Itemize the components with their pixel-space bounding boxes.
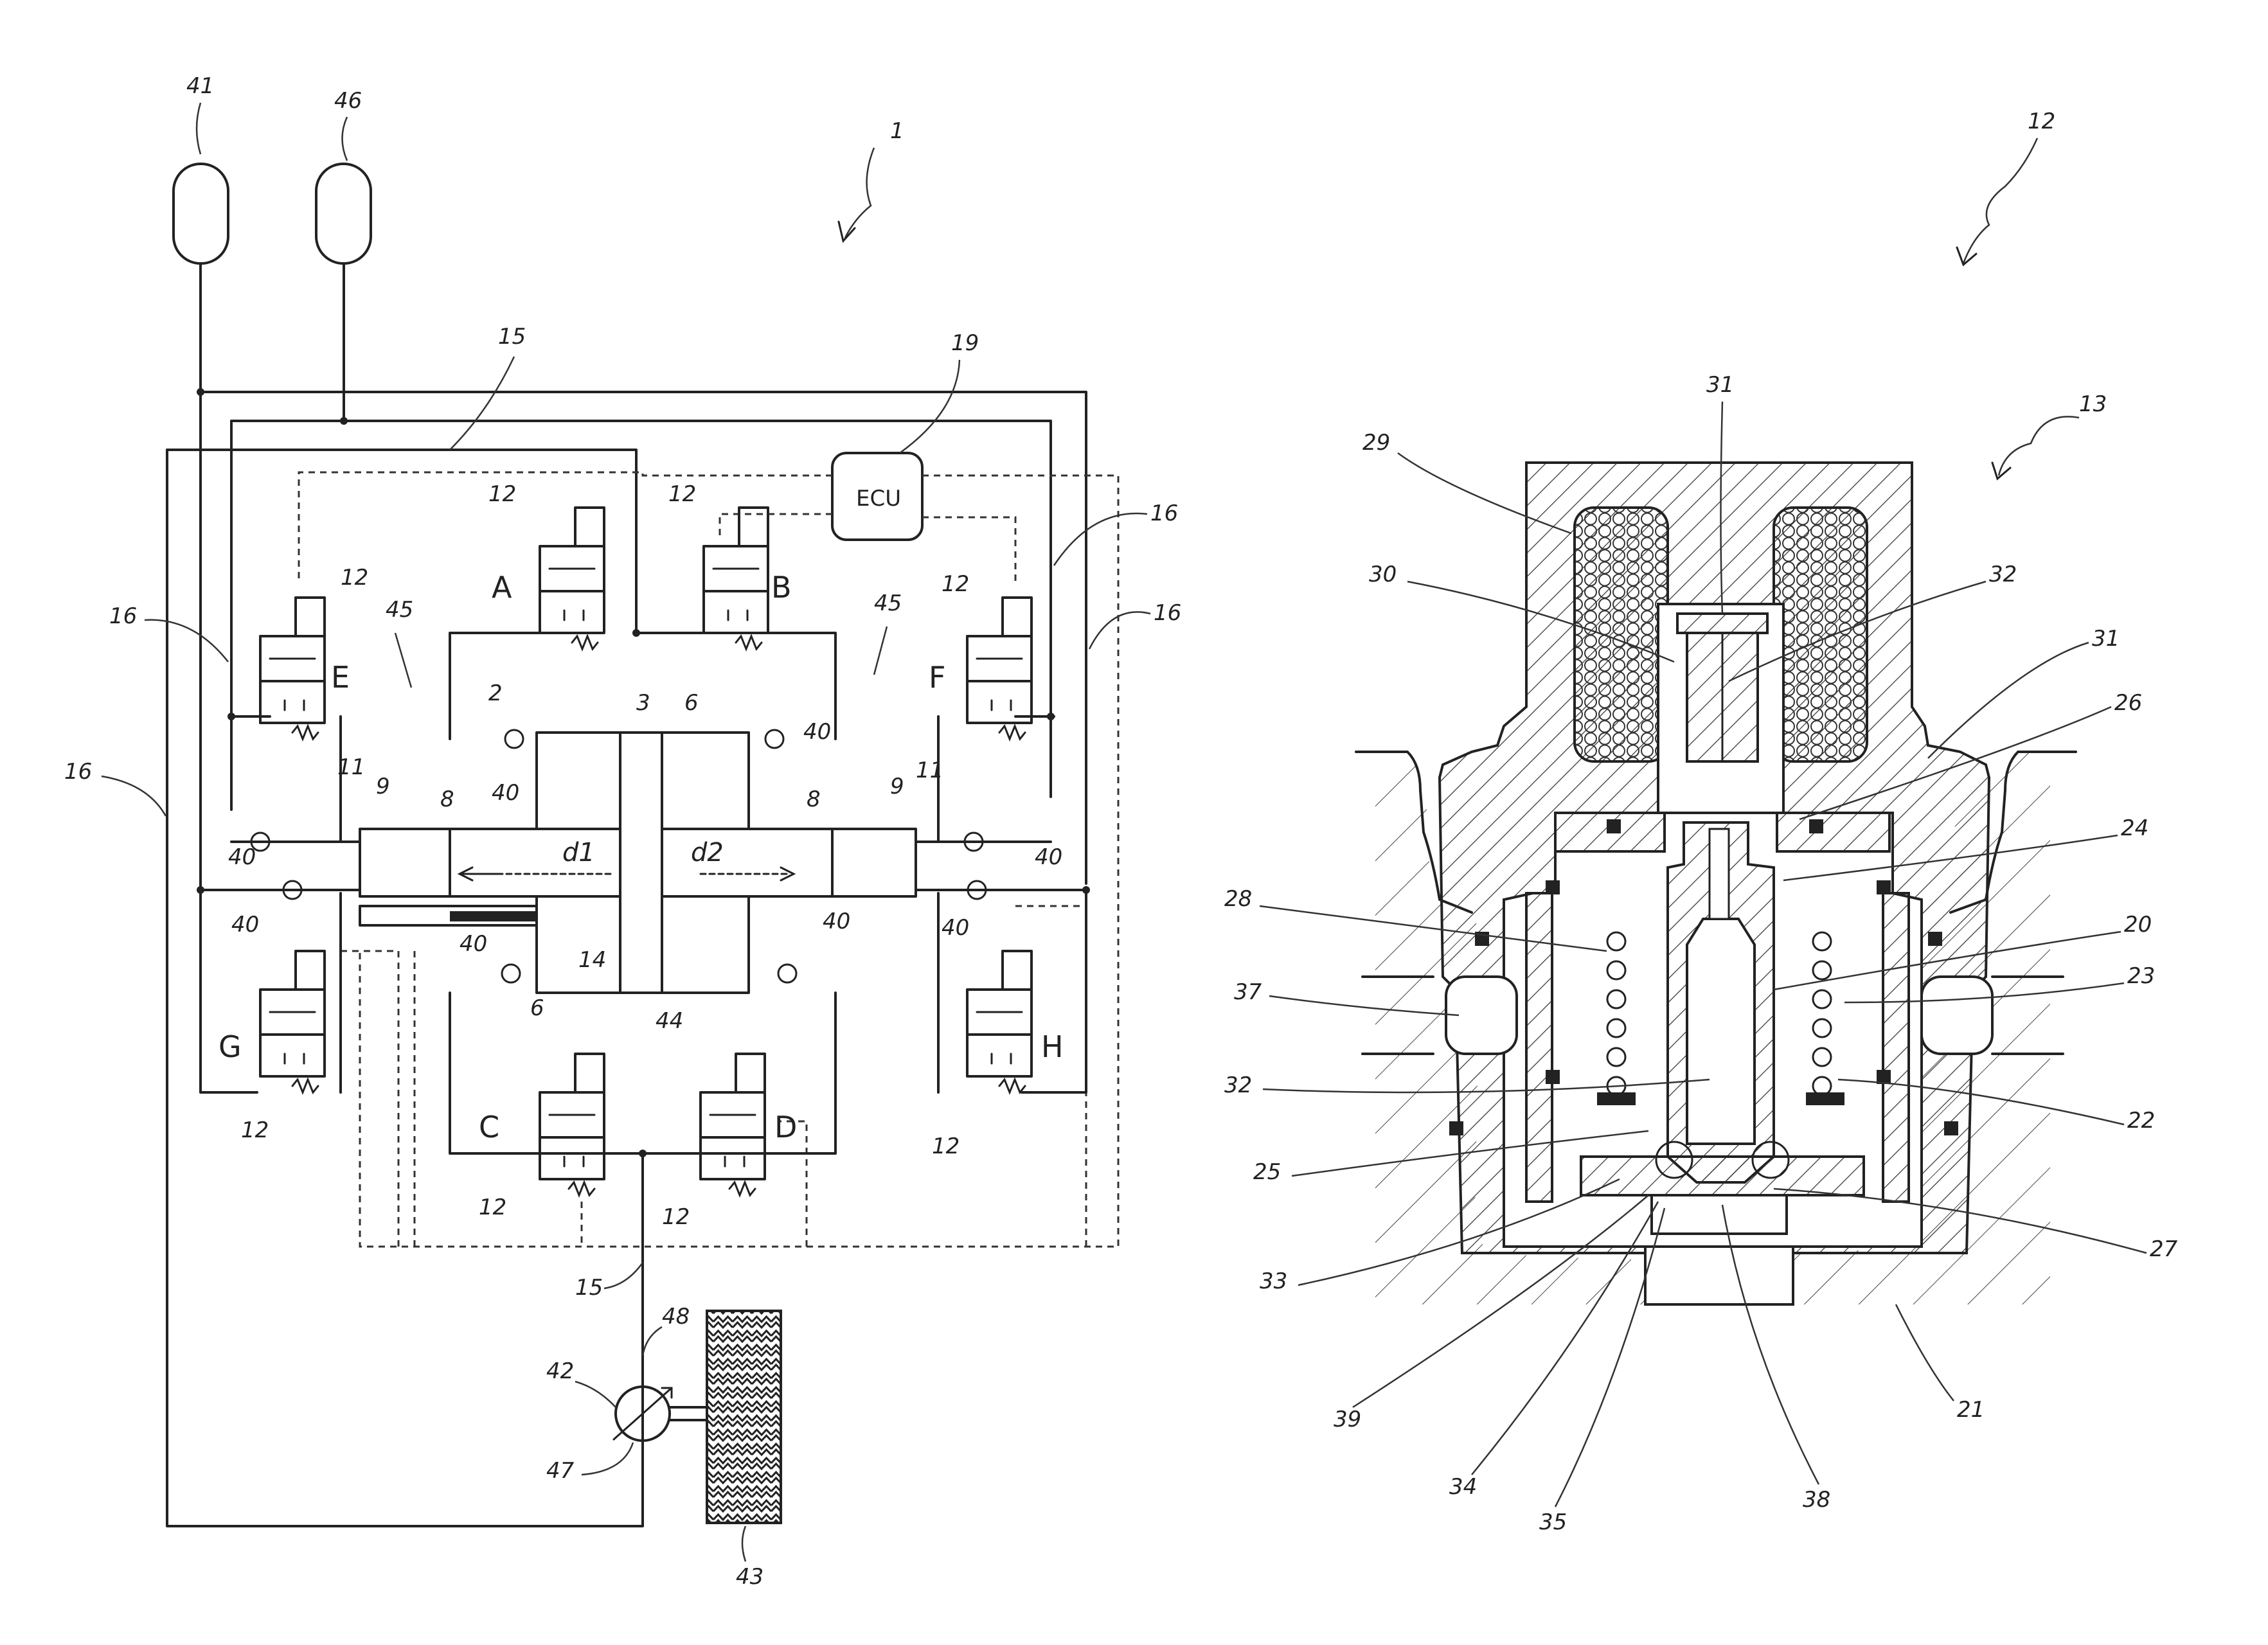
svg-text:11: 11 xyxy=(337,754,365,780)
svg-text:12: 12 xyxy=(479,1195,506,1220)
svg-text:12: 12 xyxy=(668,481,696,507)
svg-text:31: 31 xyxy=(1706,372,1734,398)
svg-text:19: 19 xyxy=(951,330,979,356)
svg-text:11: 11 xyxy=(916,758,943,783)
svg-text:12: 12 xyxy=(341,565,368,591)
svg-text:32: 32 xyxy=(1989,562,2017,587)
valve-B: B xyxy=(704,508,792,633)
tank-46: 46 xyxy=(316,88,371,263)
svg-text:1: 1 xyxy=(890,118,904,144)
svg-text:32: 32 xyxy=(1224,1072,1252,1098)
valve-A: A xyxy=(492,508,604,633)
svg-text:24: 24 xyxy=(2121,815,2148,841)
svg-text:20: 20 xyxy=(2124,912,2152,938)
svg-text:40: 40 xyxy=(942,915,969,941)
svg-text:16: 16 xyxy=(64,759,92,785)
svg-text:33: 33 xyxy=(1260,1268,1287,1294)
svg-text:9: 9 xyxy=(376,774,390,799)
svg-text:12: 12 xyxy=(662,1204,690,1230)
svg-text:48: 48 xyxy=(662,1304,690,1329)
svg-text:6: 6 xyxy=(530,995,544,1021)
svg-text:15: 15 xyxy=(498,324,526,350)
svg-text:31: 31 xyxy=(2092,626,2120,652)
svg-text:40: 40 xyxy=(803,719,831,745)
svg-text:B: B xyxy=(771,570,792,605)
svg-text:45: 45 xyxy=(386,597,413,623)
svg-text:40: 40 xyxy=(460,931,487,957)
svg-text:12: 12 xyxy=(932,1134,960,1159)
svg-text:8: 8 xyxy=(440,787,454,812)
svg-text:44: 44 xyxy=(656,1008,683,1034)
svg-text:38: 38 xyxy=(1803,1487,1830,1513)
svg-text:23: 23 xyxy=(2127,963,2155,989)
tank-41: 41 xyxy=(174,73,228,263)
valve-G: G xyxy=(219,951,325,1076)
svg-text:13: 13 xyxy=(2079,391,2107,417)
svg-text:35: 35 xyxy=(1539,1509,1567,1535)
svg-text:34: 34 xyxy=(1449,1474,1477,1500)
svg-text:22: 22 xyxy=(2127,1108,2155,1134)
svg-text:8: 8 xyxy=(807,787,821,812)
svg-text:46: 46 xyxy=(334,88,362,114)
actuator-body: d1 d2 xyxy=(360,733,916,993)
wheel-43 xyxy=(707,1311,781,1523)
svg-text:40: 40 xyxy=(492,780,519,806)
svg-text:12: 12 xyxy=(2028,109,2055,134)
svg-text:40: 40 xyxy=(231,912,259,938)
svg-text:28: 28 xyxy=(1224,886,1252,912)
svg-text:39: 39 xyxy=(1334,1407,1361,1432)
valve-C: C xyxy=(479,1054,604,1179)
svg-text:d1: d1 xyxy=(562,838,595,867)
svg-text:47: 47 xyxy=(546,1458,575,1484)
svg-text:40: 40 xyxy=(1035,844,1062,870)
svg-text:40: 40 xyxy=(823,909,850,934)
svg-text:12: 12 xyxy=(241,1117,269,1143)
svg-text:d2: d2 xyxy=(691,838,724,867)
svg-text:29: 29 xyxy=(1362,430,1390,456)
svg-text:25: 25 xyxy=(1253,1159,1281,1185)
valve-section-figure: 12 13 xyxy=(1224,109,2178,1535)
svg-text:G: G xyxy=(219,1029,242,1064)
valve-D: D xyxy=(701,1054,797,1179)
svg-text:12: 12 xyxy=(488,481,516,507)
piston-3 xyxy=(620,733,662,993)
svg-text:40: 40 xyxy=(228,844,256,870)
svg-text:9: 9 xyxy=(890,774,904,799)
valve-F: F xyxy=(929,598,1031,723)
svg-text:12: 12 xyxy=(942,571,969,597)
svg-text:45: 45 xyxy=(874,591,902,616)
hydraulic-circuit-figure: 41 46 15 16 16 16 16 xyxy=(64,73,1181,1590)
svg-text:42: 42 xyxy=(546,1358,574,1384)
svg-text:D: D xyxy=(774,1110,797,1144)
svg-text:F: F xyxy=(929,660,945,695)
svg-text:15: 15 xyxy=(575,1275,603,1301)
svg-text:41: 41 xyxy=(186,73,214,99)
svg-text:E: E xyxy=(331,660,350,695)
svg-text:37: 37 xyxy=(1234,979,1262,1005)
svg-text:16: 16 xyxy=(109,603,137,629)
svg-text:26: 26 xyxy=(2114,690,2142,716)
svg-text:3: 3 xyxy=(636,690,650,716)
valve-H: H xyxy=(967,951,1064,1076)
svg-text:A: A xyxy=(492,570,512,605)
svg-text:30: 30 xyxy=(1369,562,1397,587)
svg-text:16: 16 xyxy=(1150,501,1178,526)
svg-text:2: 2 xyxy=(488,680,503,706)
valve-E: E xyxy=(260,598,350,723)
ecu-box: ECU 19 xyxy=(832,330,979,540)
svg-text:C: C xyxy=(479,1110,499,1144)
svg-text:27: 27 xyxy=(2150,1236,2178,1262)
svg-text:6: 6 xyxy=(684,690,699,716)
svg-text:16: 16 xyxy=(1154,600,1181,626)
svg-text:14: 14 xyxy=(578,947,606,973)
svg-text:H: H xyxy=(1041,1029,1064,1064)
svg-text:21: 21 xyxy=(1957,1397,1985,1423)
valve-springs xyxy=(292,636,1025,1195)
svg-text:43: 43 xyxy=(736,1564,763,1590)
svg-text:ECU: ECU xyxy=(856,486,901,511)
